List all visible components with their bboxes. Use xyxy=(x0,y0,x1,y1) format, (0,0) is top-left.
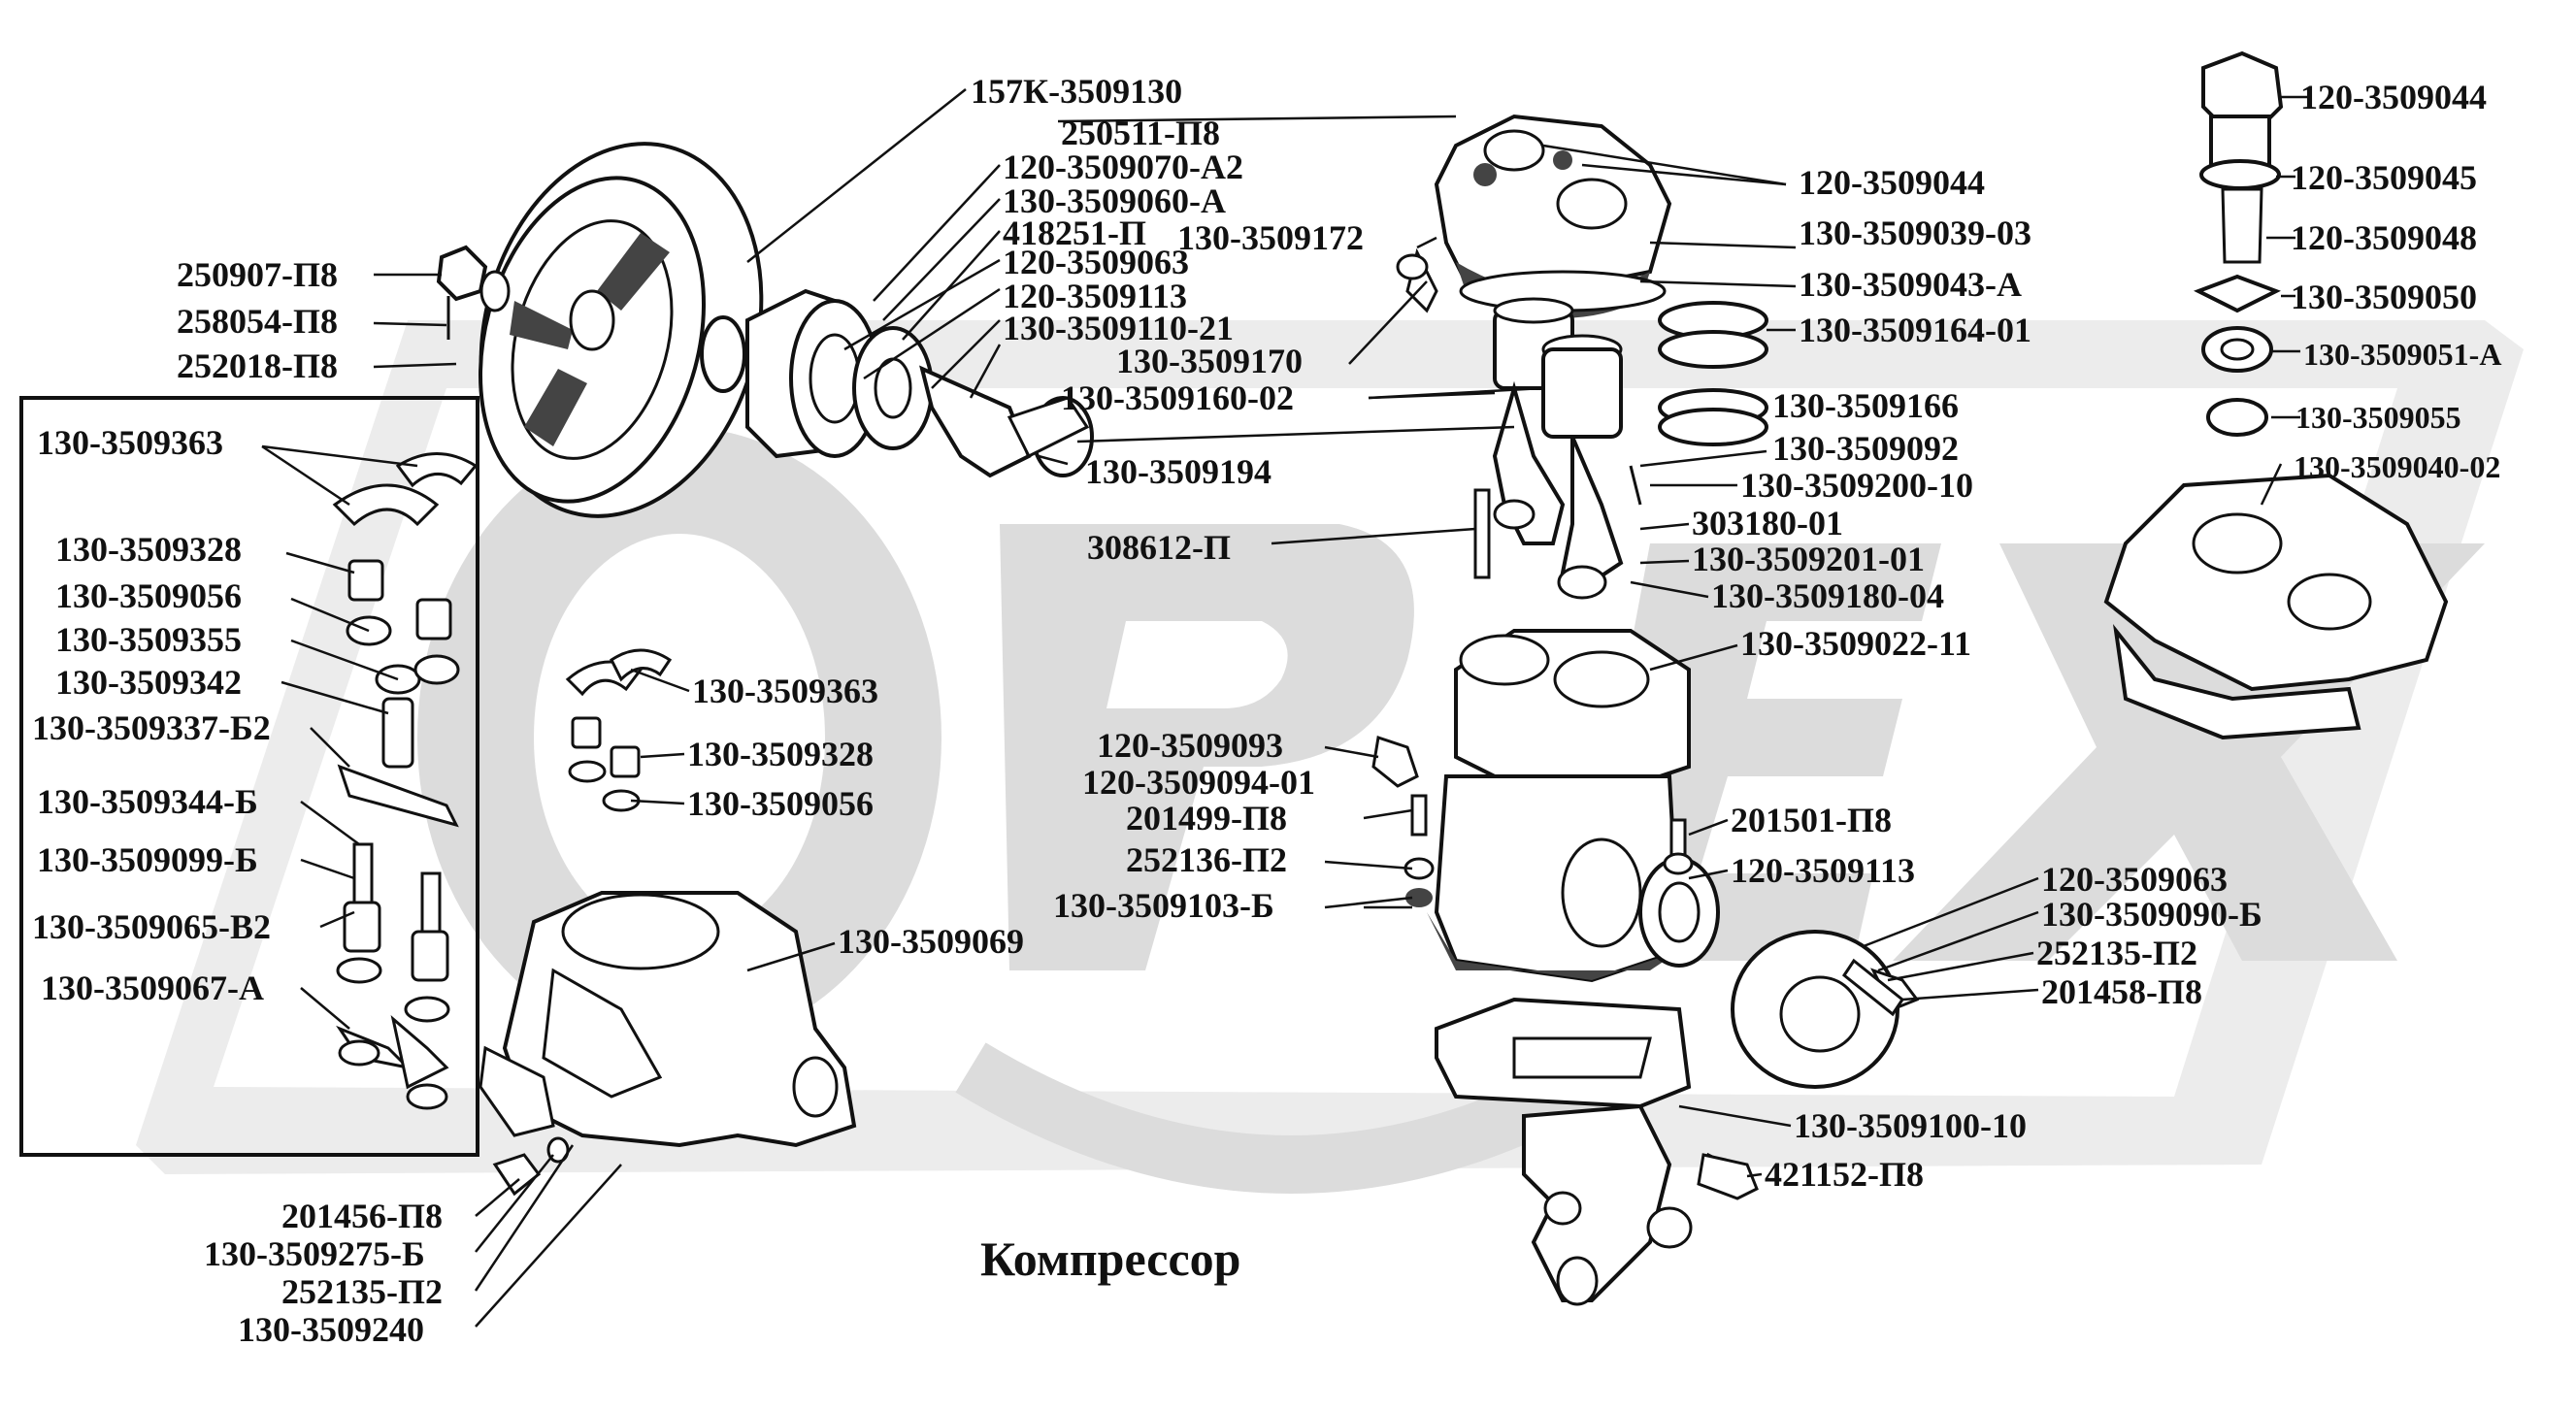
small-valve-parts xyxy=(565,648,673,812)
part-label: 252136-П2 xyxy=(1126,840,1287,879)
part-label: 308612-П xyxy=(1087,528,1231,567)
piston-assembly xyxy=(1396,247,1642,600)
part-label: 130-3509355 xyxy=(55,620,242,659)
inset-frame xyxy=(19,396,479,1157)
inset-parts xyxy=(332,452,479,1110)
part-label: 130-3509056 xyxy=(55,576,242,615)
part-label: 130-3509092 xyxy=(1772,429,1959,468)
part-label: 120-3509044 xyxy=(2300,78,2487,116)
unloader-valve xyxy=(2194,50,2284,437)
part-label: 421152-П8 xyxy=(1765,1155,1925,1194)
part-label: 120-3509045 xyxy=(2291,158,2477,197)
part-label: 130-3509337-Б2 xyxy=(32,708,271,747)
part-label: 130-3509110-21 xyxy=(1003,309,1234,347)
part-label: 130-3509069 xyxy=(838,922,1024,961)
part-label: 130-3509200-10 xyxy=(1740,466,1973,505)
part-label: 201499-П8 xyxy=(1126,799,1287,837)
part-label: 250511-П8 xyxy=(1061,114,1221,152)
part-label: 120-3509093 xyxy=(1097,726,1283,765)
part-label: 252018-П8 xyxy=(177,346,338,385)
part-label: 130-3509160-02 xyxy=(1061,378,1294,417)
part-label: 130-3509180-04 xyxy=(1711,576,1944,615)
part-label: 130-3509201-01 xyxy=(1692,540,1925,578)
part-label: 120-3509063 xyxy=(2041,860,2228,899)
pulley-nut xyxy=(436,245,511,340)
cylinder-head-right xyxy=(2103,473,2449,740)
crankcase xyxy=(1435,997,1693,1306)
part-label: 130-3509067-А xyxy=(41,969,264,1007)
part-label: 201456-П8 xyxy=(281,1197,443,1235)
part-label: 258054-П8 xyxy=(177,302,338,341)
part-label: 201501-П8 xyxy=(1731,801,1892,839)
part-label: 130-3509172 xyxy=(1177,218,1364,257)
pulley xyxy=(478,142,764,518)
part-label: 252135-П2 xyxy=(281,1272,443,1311)
part-label: 130-3509194 xyxy=(1085,452,1271,491)
part-label: 130-3509342 xyxy=(55,663,242,702)
part-label: 252135-П2 xyxy=(2036,934,2197,972)
cylinder-block xyxy=(1427,629,1691,983)
part-label: 157К-3509130 xyxy=(971,72,1183,111)
part-label: 130-3509275-Б xyxy=(204,1234,425,1273)
part-label: 130-3509040-02 xyxy=(2294,449,2501,484)
part-label: 130-3509344-Б xyxy=(37,782,258,821)
part-label: 120-3509113 xyxy=(1731,851,1916,890)
part-label: 130-3509328 xyxy=(687,735,874,773)
part-label: 201458-П8 xyxy=(2041,972,2202,1011)
part-label: 130-3509056 xyxy=(687,784,874,823)
part-label: 130-3509039-03 xyxy=(1799,213,2031,252)
piston-rings xyxy=(1658,301,1768,446)
part-label: 130-3509050 xyxy=(2291,278,2477,316)
part-label: 418251-П xyxy=(1003,213,1146,252)
front-housing xyxy=(479,891,857,1197)
part-label: 120-3509063 xyxy=(1003,243,1189,281)
part-label: 120-3509094-01 xyxy=(1082,763,1315,802)
part-label: 130-3509090-Б xyxy=(2041,895,2262,934)
part-label: 130-3509240 xyxy=(238,1310,424,1349)
leader-lines xyxy=(261,88,2310,1328)
part-label: 130-3509363 xyxy=(37,423,223,462)
part-label: 120-3509070-А2 xyxy=(1003,148,1243,186)
part-label: 303180-01 xyxy=(1692,504,1843,542)
part-label: 120-3509044 xyxy=(1799,163,1985,202)
part-label: 130-3509022-11 xyxy=(1740,624,1971,663)
part-label: 120-3509113 xyxy=(1003,277,1188,315)
part-label: 130-3509051-А xyxy=(2303,337,2502,372)
part-label: 130-3509043-А xyxy=(1799,265,2022,304)
part-label: 130-3509065-В2 xyxy=(32,907,271,946)
fitting xyxy=(1697,1153,1759,1200)
part-label: 130-3509166 xyxy=(1772,386,1959,425)
part-label: 130-3509100-10 xyxy=(1794,1106,2027,1145)
part-label: 130-3509164-01 xyxy=(1799,311,2031,349)
part-label: 130-3509099-Б xyxy=(37,840,258,879)
part-label: 130-3509055 xyxy=(2295,400,2461,435)
part-label: 130-3509328 xyxy=(55,530,242,569)
crankshaft-assembly xyxy=(700,288,1094,478)
part-label: 130-3509363 xyxy=(692,672,878,710)
part-label: 120-3509048 xyxy=(2291,218,2477,257)
diagram-title: Компрессор xyxy=(980,1231,1241,1286)
part-label: 250907-П8 xyxy=(177,255,338,294)
part-label: 130-3509103-Б xyxy=(1053,886,1274,925)
part-label: 130-3509060-А xyxy=(1003,181,1226,220)
part-label: 130-3509170 xyxy=(1116,342,1303,380)
side-bearing xyxy=(1638,857,1720,968)
